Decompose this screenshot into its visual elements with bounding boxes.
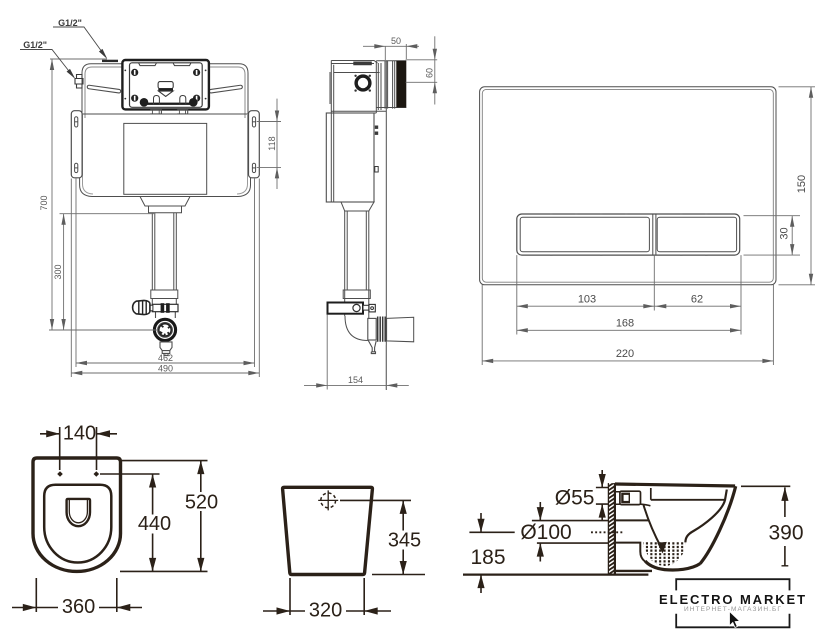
svg-text:140: 140	[63, 423, 96, 445]
svg-text:220: 220	[616, 348, 634, 360]
svg-text:520: 520	[185, 492, 218, 514]
svg-text:50: 50	[391, 36, 401, 46]
svg-text:118: 118	[267, 136, 277, 150]
svg-text:G1/2": G1/2"	[58, 18, 82, 28]
svg-text:320: 320	[309, 600, 342, 622]
svg-text:360: 360	[62, 596, 95, 618]
svg-text:390: 390	[768, 522, 803, 545]
svg-text:154: 154	[348, 375, 363, 385]
svg-text:ELECTRO MARKET: ELECTRO MARKET	[659, 592, 807, 607]
svg-text:462: 462	[158, 353, 173, 363]
svg-text:103: 103	[578, 294, 596, 306]
svg-text:G1/2": G1/2"	[23, 40, 47, 50]
svg-text:168: 168	[616, 318, 634, 330]
svg-text:60: 60	[425, 68, 435, 78]
svg-text:Ø55: Ø55	[555, 487, 595, 510]
svg-text:Ø100: Ø100	[520, 521, 571, 544]
svg-text:185: 185	[470, 546, 505, 569]
svg-text:440: 440	[138, 513, 171, 535]
svg-text:345: 345	[388, 530, 421, 552]
svg-text:490: 490	[158, 364, 173, 374]
svg-text:300: 300	[53, 264, 63, 279]
svg-text:700: 700	[39, 195, 49, 210]
svg-text:30: 30	[779, 227, 791, 239]
svg-text:150: 150	[796, 175, 808, 193]
svg-text:ИНТЕРНЕТ-МАГАЗИН.БГ: ИНТЕРНЕТ-МАГАЗИН.БГ	[684, 606, 782, 613]
svg-text:62: 62	[691, 294, 703, 306]
